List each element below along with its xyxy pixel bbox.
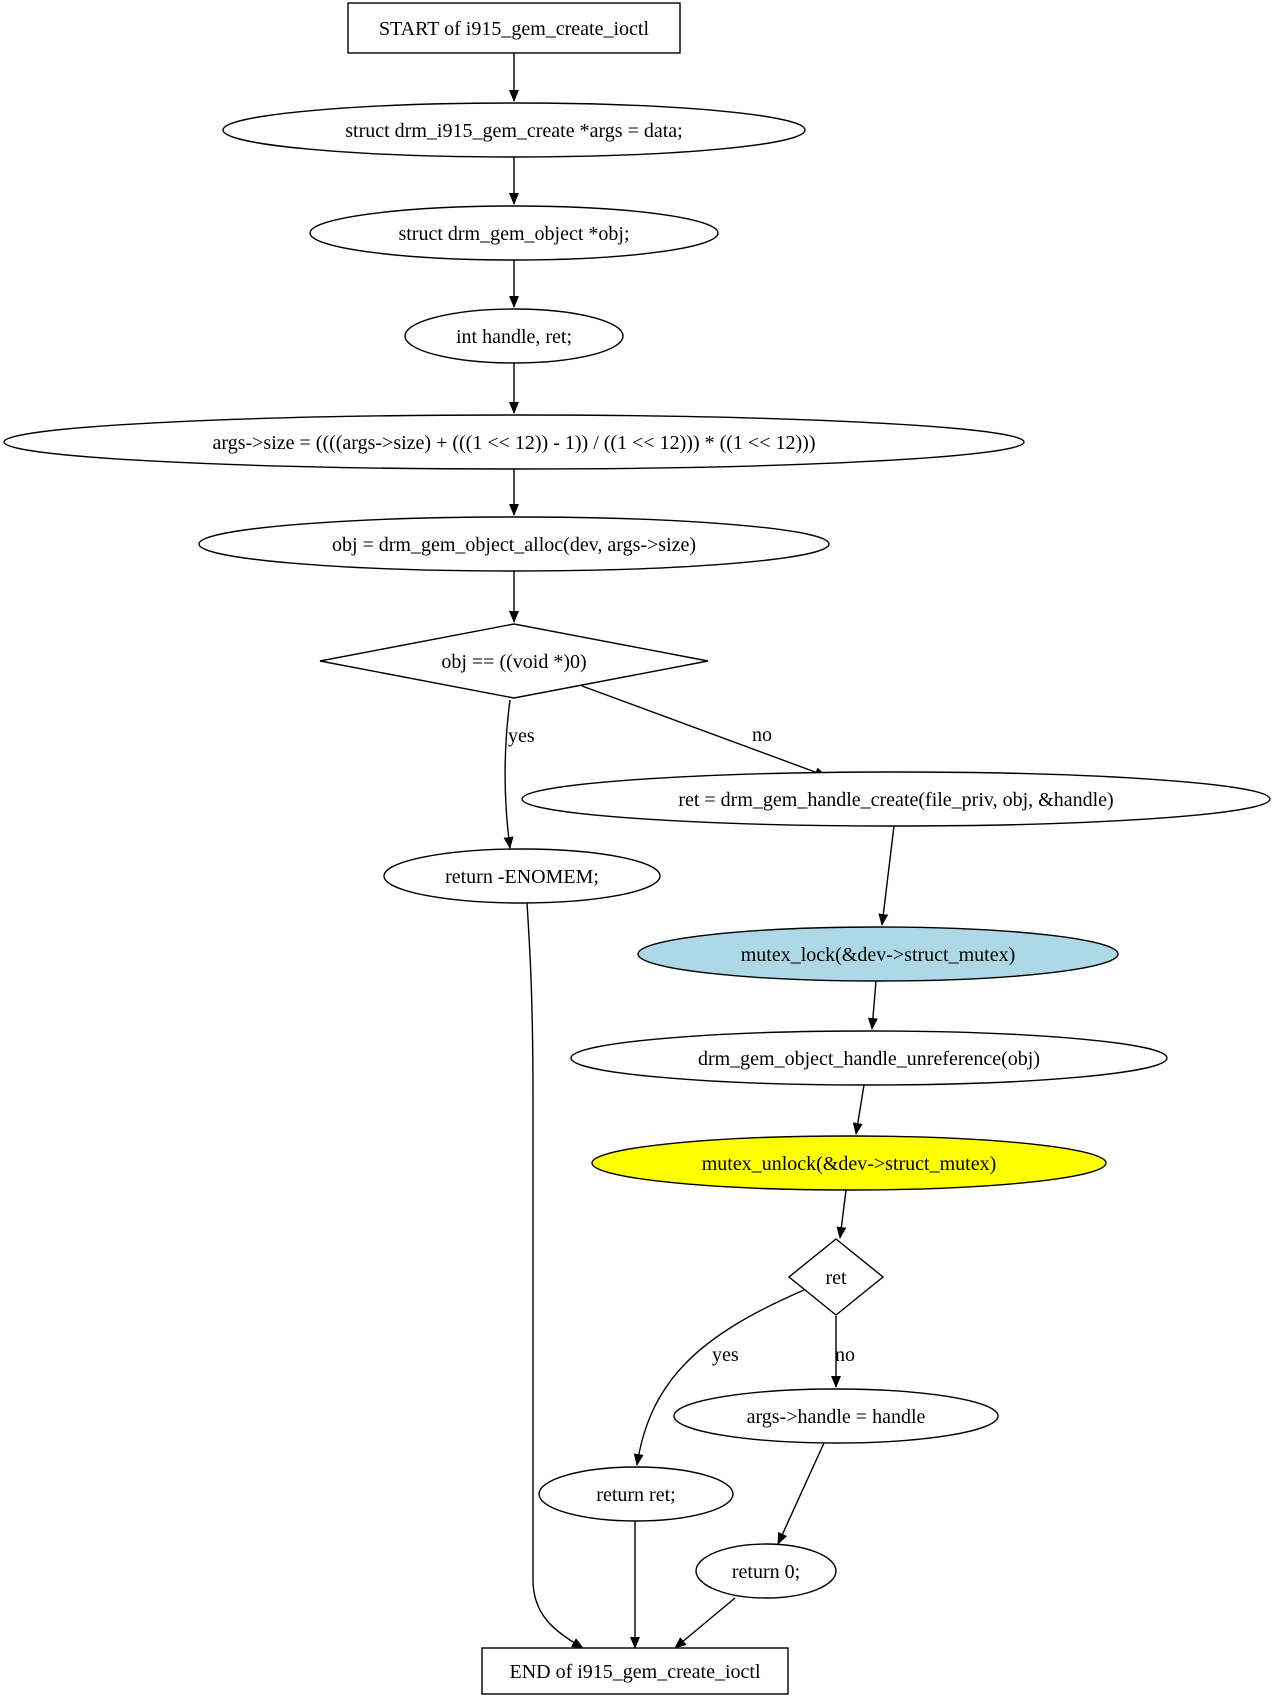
edge-label-yes: yes xyxy=(712,1344,739,1366)
node-label: struct drm_i915_gem_create *args = data; xyxy=(345,120,682,142)
edge-arrow xyxy=(777,1442,825,1545)
node-end: END of i915_gem_create_ioctl xyxy=(481,1647,789,1695)
node-label: ret xyxy=(825,1267,847,1289)
node-label: args->size = ((((args->size) + (((1 << 1… xyxy=(213,432,816,454)
node-return-ret: return ret; xyxy=(538,1466,734,1522)
node-return-zero: return 0; xyxy=(695,1543,837,1599)
node-label: args->handle = handle xyxy=(747,1406,926,1428)
edge-handle-assign-to-return-zero xyxy=(777,1442,825,1545)
ellipse-shape xyxy=(570,1030,1168,1086)
edge-label-yes: yes xyxy=(508,725,535,747)
node-label: END of i915_gem_create_ioctl xyxy=(509,1661,760,1683)
ellipse-shape xyxy=(198,516,830,572)
edge-return-zero-to-end xyxy=(674,1597,736,1649)
edge-ret-check-to-return-ret: yes xyxy=(633,1289,805,1466)
edge-arrow xyxy=(674,1597,736,1649)
node-args-decl: struct drm_i915_gem_create *args = data; xyxy=(222,102,806,158)
node-label: mutex_unlock(&dev->struct_mutex) xyxy=(702,1153,997,1175)
decision-diamond-shape xyxy=(787,1238,885,1316)
node-size-calc: args->size = ((((args->size) + (((1 << 1… xyxy=(3,414,1025,470)
node-start: START of i915_gem_create_ioctl xyxy=(347,2,681,54)
node-label: mutex_lock(&dev->struct_mutex) xyxy=(741,944,1016,966)
node-ret-check: ret xyxy=(787,1238,885,1316)
ellipse-shape xyxy=(538,1466,734,1522)
node-label: ret = drm_gem_handle_create(file_priv, o… xyxy=(678,789,1113,811)
ellipse-shape xyxy=(383,848,661,904)
node-label: drm_gem_object_handle_unreference(obj) xyxy=(698,1048,1040,1070)
ellipse-shape xyxy=(222,102,806,158)
node-label: return -ENOMEM; xyxy=(445,866,599,888)
edge-label-no: no xyxy=(835,1344,855,1366)
edge-arrow xyxy=(836,1189,847,1239)
node-handle-create: ret = drm_gem_handle_create(file_priv, o… xyxy=(521,771,1271,827)
edge-arrow xyxy=(503,699,514,849)
edge-obj-null-check-to-return-enomem: yes xyxy=(503,699,535,849)
edges-layer: yes no yes no xyxy=(503,53,895,1649)
ellipse-shape xyxy=(637,926,1119,982)
node-handle-unref: drm_gem_object_handle_unreference(obj) xyxy=(570,1030,1168,1086)
edge-mutex-lock-to-handle-unref xyxy=(867,980,878,1030)
edge-return-enomem-to-end xyxy=(526,902,584,1649)
node-obj-null-check: obj == ((void *)0) xyxy=(319,623,709,699)
node-obj-decl: struct drm_gem_object *obj; xyxy=(309,205,719,261)
edge-arrow xyxy=(526,902,584,1649)
ellipse-shape xyxy=(695,1543,837,1599)
edge-arrow xyxy=(633,1289,805,1466)
decision-diamond-shape xyxy=(319,623,709,699)
node-obj-alloc: obj = drm_gem_object_alloc(dev, args->si… xyxy=(198,516,830,572)
node-handle-assign: args->handle = handle xyxy=(673,1388,999,1444)
node-label: int handle, ret; xyxy=(456,326,572,348)
node-label: obj == ((void *)0) xyxy=(441,651,586,673)
edge-label-no: no xyxy=(752,724,772,746)
box-shape xyxy=(481,1647,789,1695)
ellipse-shape xyxy=(673,1388,999,1444)
node-mutex-unlock: mutex_unlock(&dev->struct_mutex) xyxy=(591,1135,1107,1191)
ellipse-shape xyxy=(591,1135,1107,1191)
edge-ret-check-to-handle-assign: no xyxy=(831,1316,855,1388)
node-label: obj = drm_gem_object_alloc(dev, args->si… xyxy=(332,534,696,556)
node-label: struct drm_gem_object *obj; xyxy=(398,223,629,245)
edge-arrow xyxy=(867,980,878,1030)
node-label: return ret; xyxy=(596,1484,675,1506)
ellipse-shape xyxy=(309,205,719,261)
edge-arrow xyxy=(852,1084,865,1135)
edge-arrow xyxy=(581,685,827,777)
node-handle-decl: int handle, ret; xyxy=(404,308,624,364)
edge-arrow xyxy=(878,825,895,926)
edge-handle-unref-to-mutex-unlock xyxy=(852,1084,865,1135)
node-label: START of i915_gem_create_ioctl xyxy=(379,18,650,40)
box-shape xyxy=(347,2,681,54)
ellipse-shape xyxy=(521,771,1271,827)
node-mutex-lock: mutex_lock(&dev->struct_mutex) xyxy=(637,926,1119,982)
edge-mutex-unlock-to-ret-check xyxy=(836,1189,847,1239)
node-label: return 0; xyxy=(732,1561,800,1583)
node-return-enomem: return -ENOMEM; xyxy=(383,848,661,904)
edge-obj-null-check-to-handle-create: no xyxy=(581,685,827,777)
ellipse-shape xyxy=(404,308,624,364)
ellipse-shape xyxy=(3,414,1025,470)
edge-handle-create-to-mutex-lock xyxy=(878,825,895,926)
